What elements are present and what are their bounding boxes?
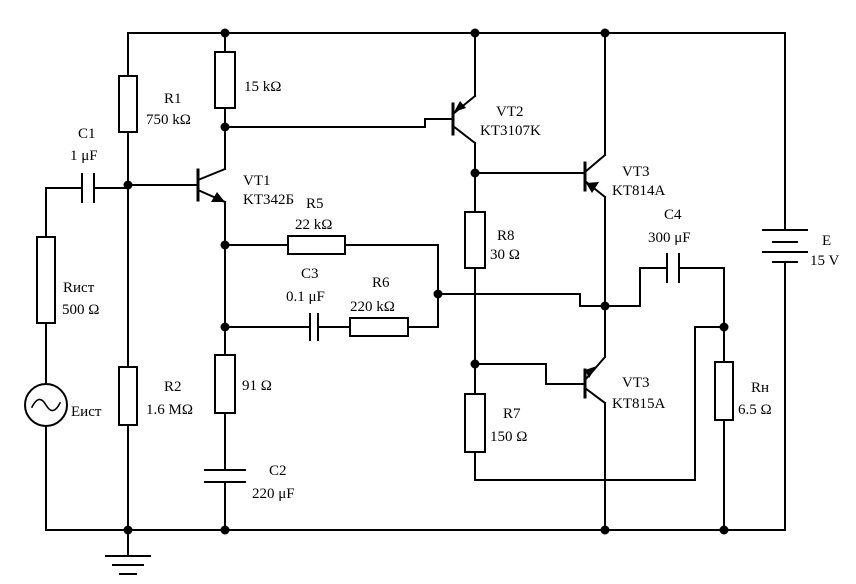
junction-dot [220, 122, 230, 132]
r5-value: 22 kΩ [295, 217, 332, 233]
transistor-vt1 [196, 167, 227, 204]
r7-name: R7 [503, 406, 521, 422]
r2-value: 1.6 MΩ [146, 402, 193, 418]
c4-name: C4 [664, 207, 682, 223]
rc-value: 15 kΩ [244, 79, 281, 95]
r7-value: 150 Ω [490, 429, 527, 445]
junction-dot [220, 240, 230, 250]
voltage-source [24, 383, 68, 427]
junction-dot [470, 28, 480, 38]
resistor-r1 [118, 75, 138, 133]
vt1-name: VT1 [243, 173, 271, 189]
transistor-vt3-lower [583, 355, 607, 405]
c1-value: 1 μF [70, 148, 98, 164]
junction-dot [123, 180, 133, 190]
junction-dot [600, 28, 610, 38]
c1-name: C1 [78, 126, 96, 142]
junction-dot [220, 28, 230, 38]
junction-dot [470, 168, 480, 178]
c3-name: C3 [301, 266, 319, 282]
ground-symbol [105, 529, 151, 575]
junction-dot [600, 525, 610, 535]
capacitor-c1 [81, 173, 95, 203]
junction-dot [220, 525, 230, 535]
resistor-r2 [118, 366, 138, 426]
wires [45, 32, 786, 531]
r1-value: 750 kΩ [146, 112, 191, 128]
transistor-vt2 [451, 94, 477, 145]
battery-e [762, 229, 808, 263]
junction-dot [600, 301, 610, 311]
e-value: 15 V [810, 253, 839, 269]
resistor-r5 [287, 235, 346, 255]
junction-dot [470, 359, 480, 369]
esrc-name: Eист [71, 404, 102, 420]
capacitor-c3 [309, 313, 319, 341]
rsrc-value: 500 Ω [62, 302, 99, 318]
re-value: 91 Ω [242, 378, 272, 394]
labels: C1 1 μF R1 750 kΩ 15 kΩ VT1 KT342Б VT2 K… [62, 79, 839, 502]
transistor-vt3-upper [583, 153, 607, 199]
junctions [123, 28, 729, 535]
r8-name: R8 [497, 228, 515, 244]
resistor-emitter [214, 354, 236, 414]
r6-name: R6 [372, 275, 390, 291]
vt3-upper-name: VT3 [622, 164, 650, 180]
r5-name: R5 [306, 196, 324, 212]
junction-dot [433, 289, 443, 299]
vt3-lower-type: KT815A [612, 396, 665, 412]
resistor-r8 [464, 211, 486, 269]
resistor-source [36, 236, 56, 324]
r8-value: 30 Ω [490, 247, 520, 263]
capacitor-c2 [204, 469, 246, 483]
junction-dot [719, 322, 729, 332]
vt2-type: KT3107K [480, 123, 541, 139]
vt3-upper-type: KT814A [612, 183, 665, 199]
r2-name: R2 [164, 379, 182, 395]
junction-dot [719, 525, 729, 535]
capacitor-c4 [666, 253, 680, 283]
rload-value: 6.5 Ω [738, 402, 772, 418]
rload-name: Rн [751, 380, 769, 396]
r1-name: R1 [164, 91, 182, 107]
resistor-load [714, 361, 734, 421]
rsrc-name: Rист [63, 280, 95, 296]
junction-dot [220, 322, 230, 332]
c2-value: 220 μF [252, 486, 295, 502]
vt3-lower-name: VT3 [622, 375, 650, 391]
vt1-type: KT342Б [243, 192, 294, 208]
resistor-r6 [349, 317, 409, 337]
e-name: E [822, 233, 831, 249]
vt2-name: VT2 [496, 104, 524, 120]
c2-name: C2 [269, 463, 287, 479]
c4-value: 300 μF [648, 230, 691, 246]
resistor-collector [214, 51, 236, 109]
resistor-r7 [464, 393, 486, 453]
r6-value: 220 kΩ [350, 299, 395, 315]
c3-value: 0.1 μF [286, 289, 325, 305]
